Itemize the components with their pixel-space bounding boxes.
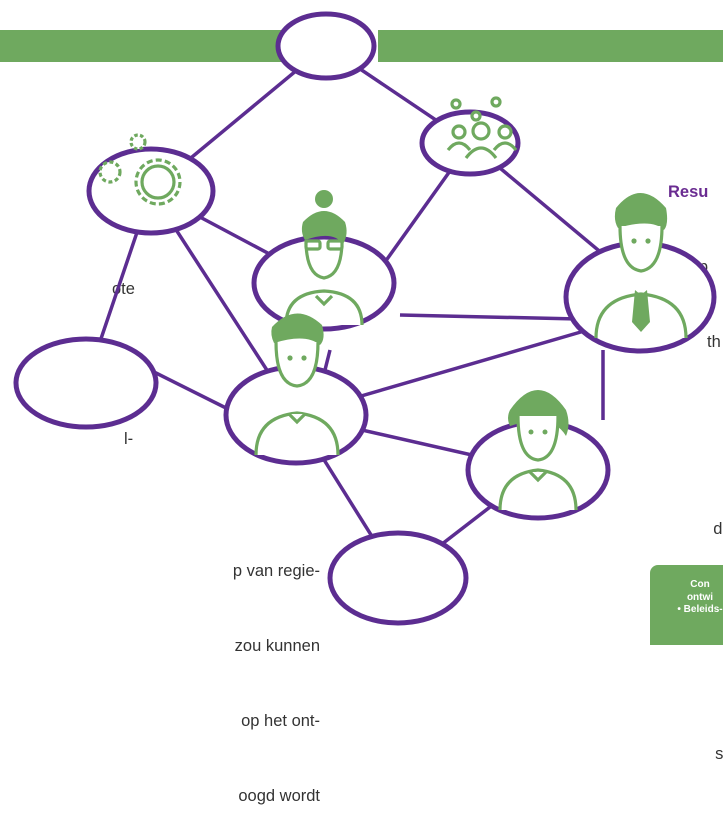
badge-line: • Beleids-	[677, 604, 723, 615]
right-text-line: th	[707, 333, 721, 351]
woman-with-glasses-icon	[284, 190, 364, 326]
right-heading: Resu	[668, 183, 709, 201]
node-woman-glasses	[251, 190, 397, 332]
right-text-line: derin	[713, 520, 723, 538]
gears-icon	[98, 133, 182, 206]
man-icon	[254, 313, 340, 456]
node-woman-right	[465, 390, 611, 521]
green-badge: Con ontwi • Beleids-	[650, 565, 723, 645]
group-people-icon	[446, 96, 518, 160]
bottom-text-line: op het ont-	[241, 712, 320, 730]
node-group	[419, 96, 521, 177]
bottom-text-line: zou kunnen	[234, 637, 320, 655]
bottom-text-line: p van regie-	[232, 562, 320, 580]
header-band-left	[0, 30, 290, 62]
badge-line: ontwi	[686, 591, 714, 603]
man-in-suit-icon	[594, 193, 688, 339]
network-diagram	[13, 11, 717, 626]
woman-icon	[498, 390, 578, 511]
node-top-empty	[275, 11, 377, 81]
node-left-empty	[13, 336, 159, 430]
node-gears	[86, 133, 216, 236]
node-bottom-empty	[327, 530, 469, 626]
right-text-line: text	[590, 667, 723, 692]
node-man-center	[223, 313, 369, 466]
left-text-line: l-	[124, 430, 134, 448]
badge-line: Con	[690, 579, 710, 590]
node-man-suit	[563, 193, 717, 354]
bottom-text-line: oogd wordt	[238, 787, 320, 805]
right-text-line: scha	[715, 745, 723, 763]
header-band-right	[378, 30, 723, 62]
